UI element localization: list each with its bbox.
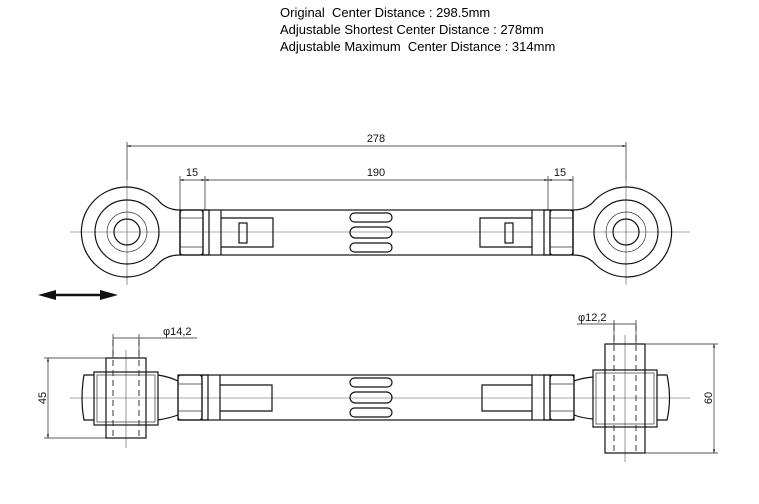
dimension-190-and-15: 15 190 15 — [179, 167, 574, 210]
top-view: 278 15 190 15 — [38, 133, 690, 300]
svg-text:45: 45 — [37, 392, 49, 404]
right-hex-nut — [549, 209, 574, 256]
svg-text:60: 60 — [703, 392, 715, 404]
right-rod-end-side — [573, 325, 671, 455]
svg-text:15: 15 — [554, 167, 566, 179]
dimension-left-bore: φ14,2 — [112, 326, 197, 358]
adjust-direction-arrow-icon — [38, 290, 118, 300]
shortest-center-distance: Adjustable Shortest Center Distance : 27… — [280, 22, 544, 37]
side-view: φ14,2 φ12,2 45 60 — [37, 312, 718, 462]
grip-grooves — [349, 212, 393, 253]
left-slot — [238, 222, 248, 244]
dimension-60: 60 — [645, 343, 718, 454]
left-hex-nut — [179, 209, 204, 256]
maximum-center-distance: Adjustable Maximum Center Distance : 314… — [280, 39, 556, 54]
right-slot — [504, 222, 514, 244]
dimension-45: 45 — [37, 357, 106, 439]
svg-text:190: 190 — [367, 167, 385, 179]
left-rod-end-side — [81, 340, 179, 440]
dimension-278: 278 — [126, 133, 627, 180]
svg-text:278: 278 — [367, 133, 385, 145]
svg-text:φ14,2: φ14,2 — [163, 326, 192, 338]
spec-text: Original Center Distance : 298.5mm Adjus… — [280, 4, 555, 55]
original-center-distance: Original Center Distance : 298.5mm — [280, 5, 491, 20]
dimension-right-bore: φ12,2 — [577, 312, 637, 344]
svg-text:15: 15 — [186, 167, 198, 179]
adjuster-body-side — [177, 374, 575, 421]
adjuster-body — [179, 209, 574, 256]
svg-text:φ12,2: φ12,2 — [578, 312, 607, 324]
